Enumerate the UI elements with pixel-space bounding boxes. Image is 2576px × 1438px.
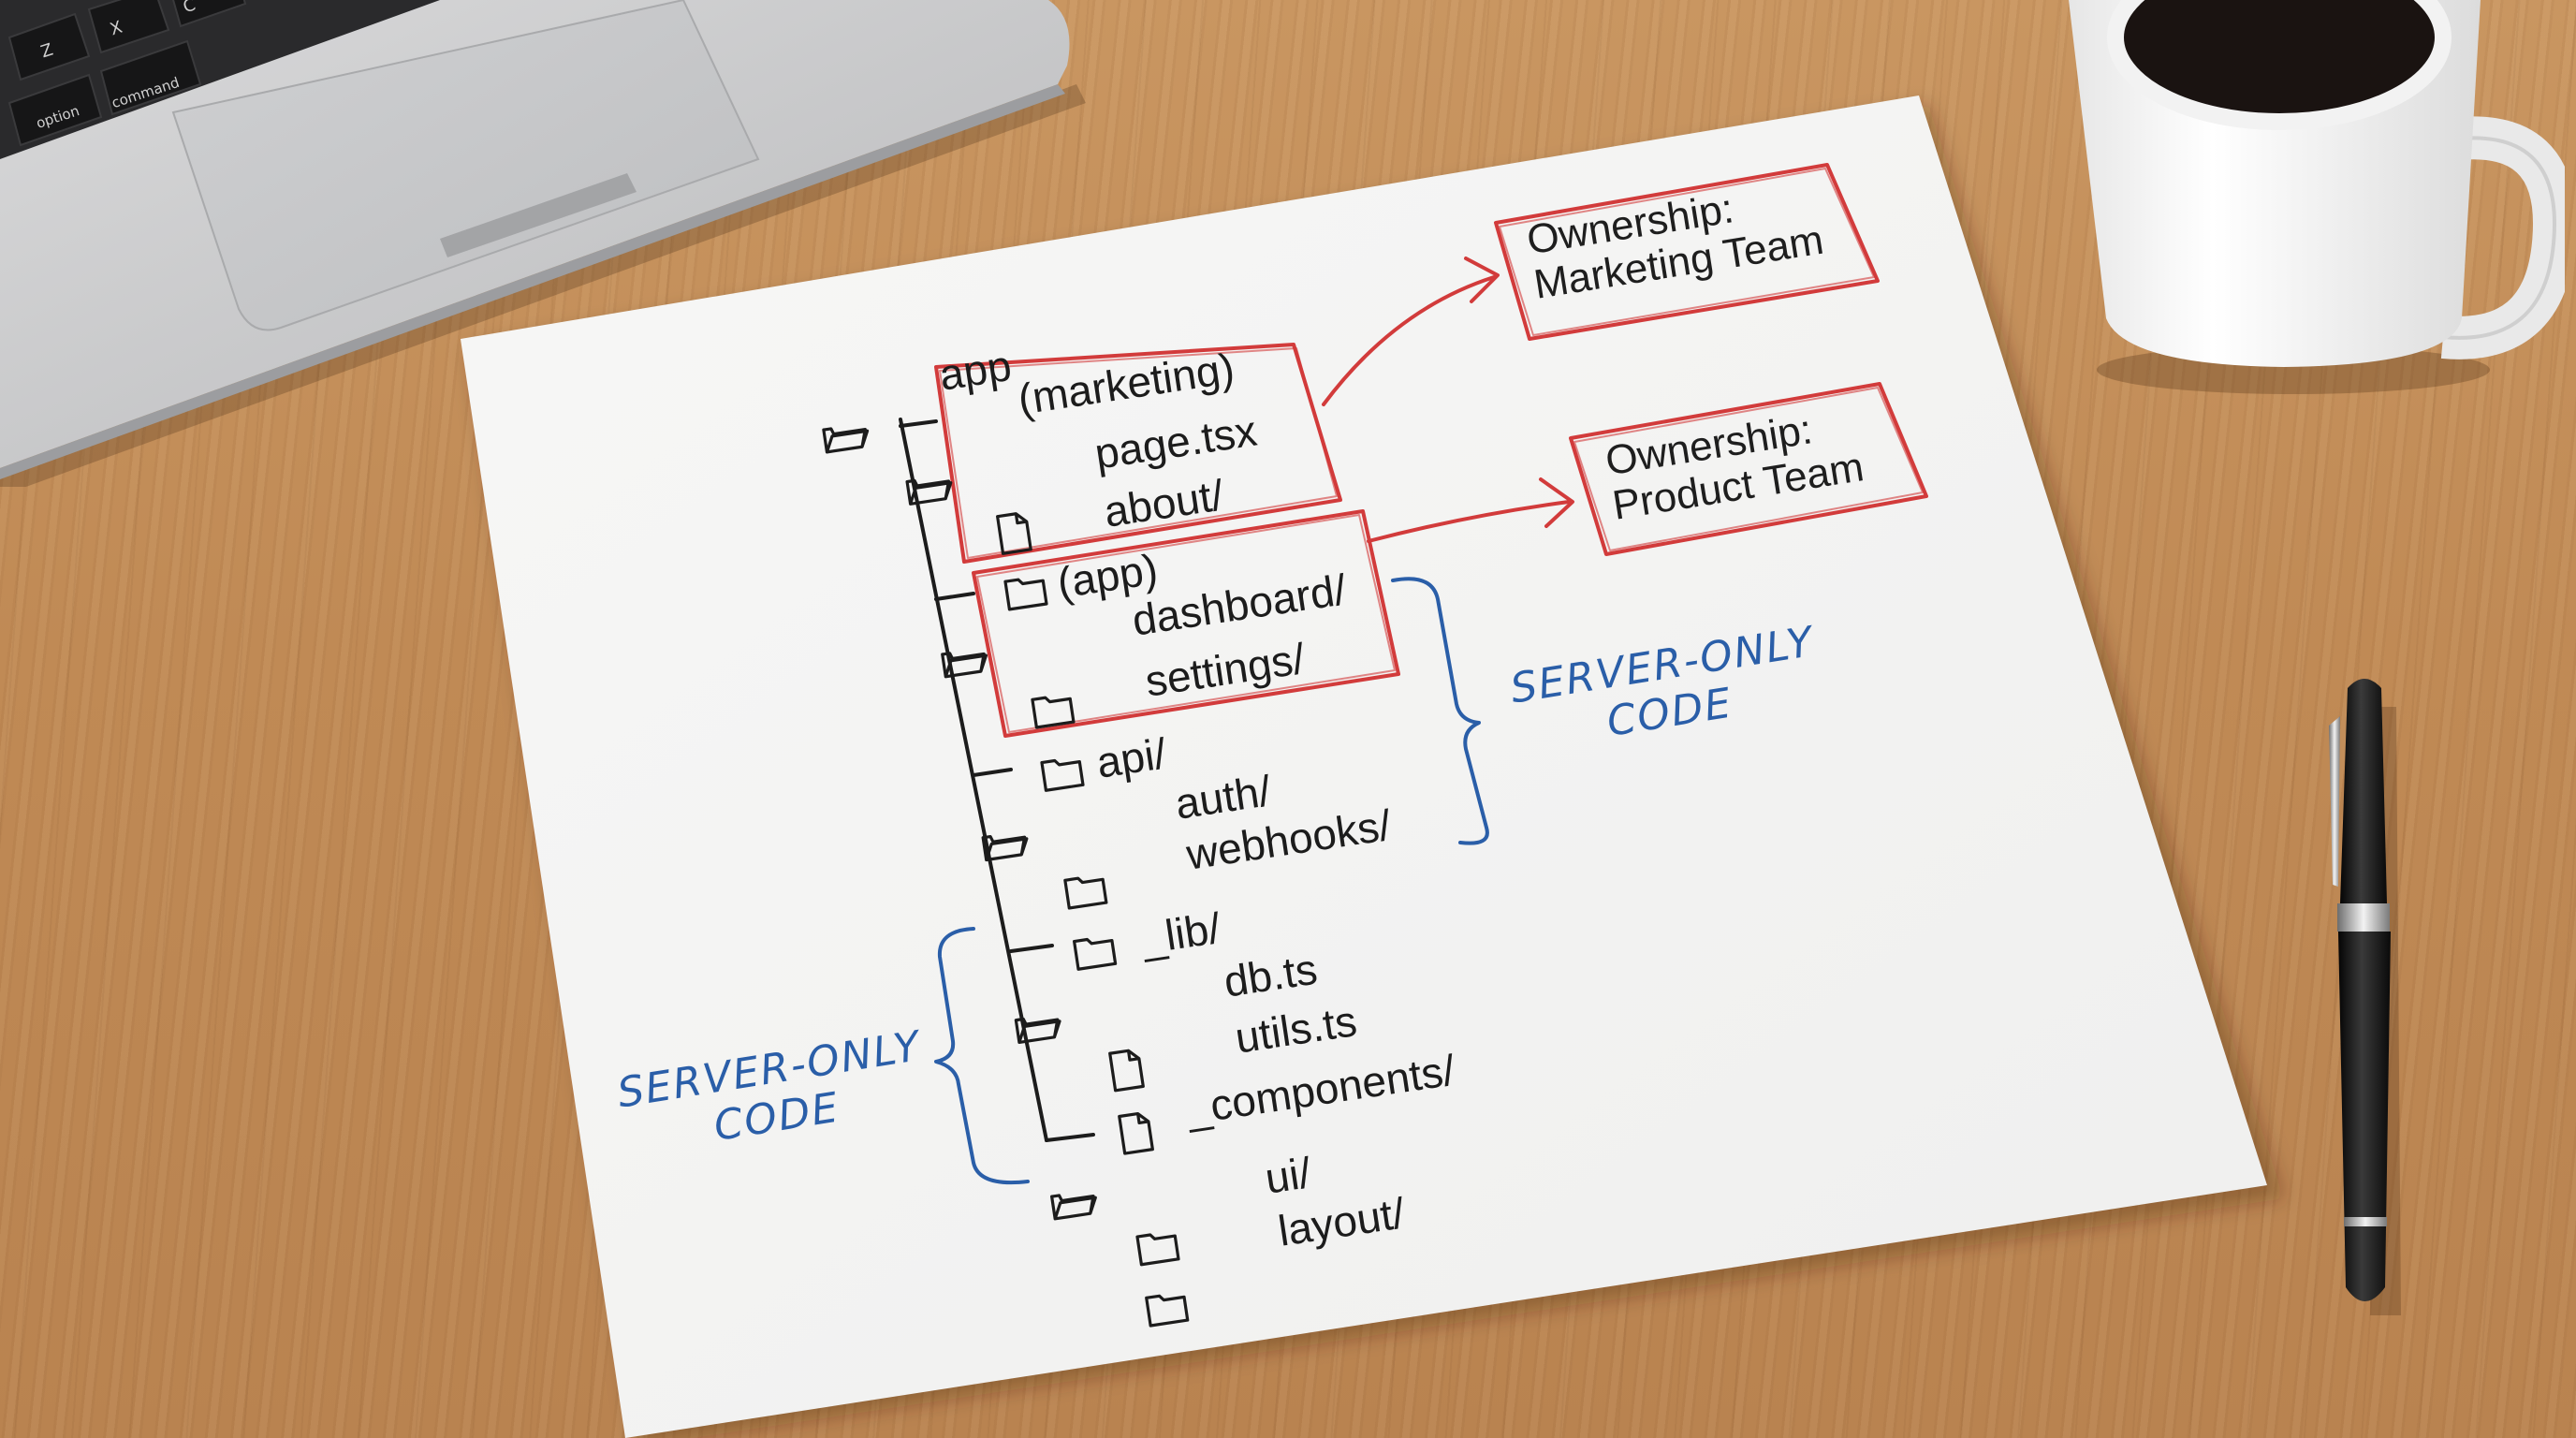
laptop: Z X C option command [0,0,1086,487]
folder-icon [1040,756,1085,792]
tree-root-app: app [936,340,1015,400]
branch-app-group [934,592,975,601]
branch-components [1045,1133,1095,1142]
file-icon [996,510,1032,555]
branch-api [972,768,1013,777]
arrow-to-marketing-ownership [1322,275,1496,406]
folder-open-icon [1050,1188,1100,1221]
server-only-bracket-right [1391,577,1489,845]
coffee-mug [2041,0,2565,403]
ownership-product-box [1569,382,1928,556]
branch-lib [1009,944,1054,953]
folder-icon [1063,873,1108,910]
arrow-to-product-ownership [1367,500,1571,543]
file-icon [1118,1110,1154,1155]
folder-icon [1003,574,1048,611]
folder-open-icon [1014,1012,1064,1045]
fountain-pen [2312,669,2424,1325]
file-icon [1108,1048,1145,1093]
server-only-bracket-left [934,927,1030,1185]
folder-icon [1073,934,1118,971]
tree-lib: _lib/ [1138,902,1224,963]
branch-marketing [899,419,938,428]
folder-open-icon [905,474,955,506]
app-group-box [972,509,1400,738]
folder-open-icon [822,421,871,454]
tree-ui: ui/ [1262,1148,1314,1203]
folder-open-icon [981,829,1031,862]
folder-icon [1145,1290,1190,1328]
tree-api: api/ [1093,728,1170,787]
folder-icon [1031,692,1076,729]
folder-icon [1135,1229,1180,1267]
folder-open-icon [941,646,990,679]
ownership-marketing-box [1494,163,1880,341]
marketing-group-box [934,343,1342,564]
